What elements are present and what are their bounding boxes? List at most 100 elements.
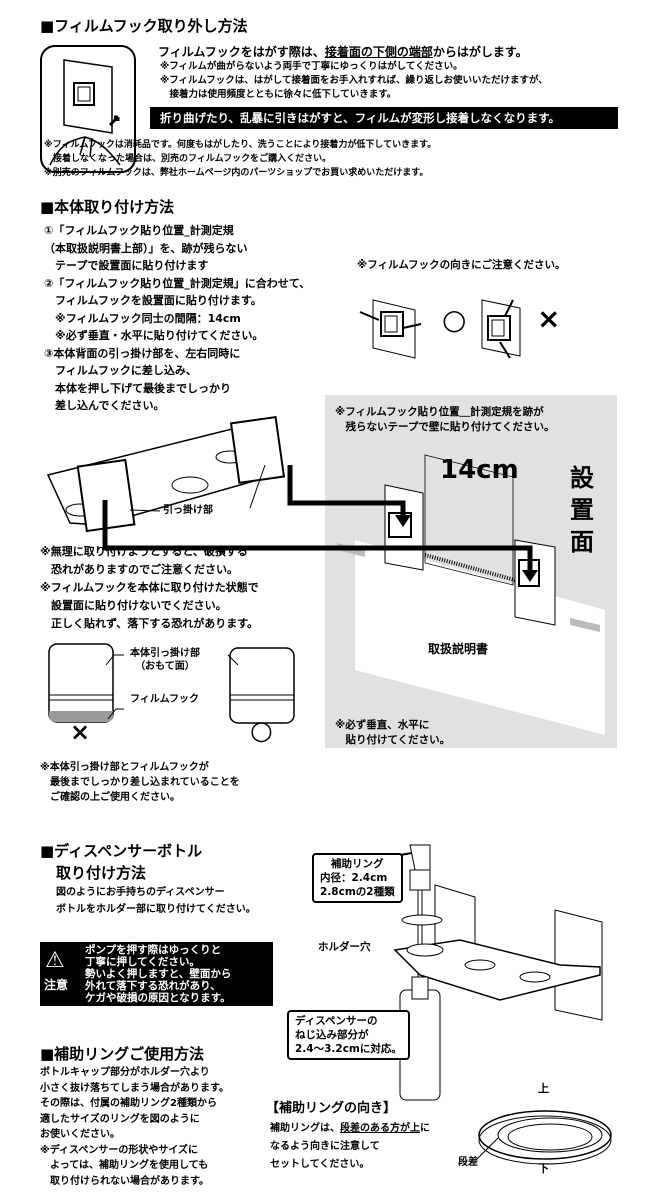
panel-bottom-note: ※必ず垂直、水平に 貼り付けてください。 — [335, 718, 450, 748]
ok-mark-2: ○ — [250, 716, 273, 746]
panel-note-line: 貼り付けてください。 — [335, 734, 451, 746]
mount-cautions: ※無理に取り付けようとすると、破損する 恐れがありますのでご注意ください。 ※フ… — [40, 543, 259, 633]
body-line: ボトルをホルダー部に取り付けてください。 — [56, 904, 256, 915]
wall-diagram — [337, 454, 605, 735]
surface-char: 置 — [570, 496, 594, 524]
panel-note: ※フィルムフック貼り位置＿計測定規を跡が 残らないテープで壁に貼り付けてください… — [335, 405, 555, 435]
step-line: ②「フィルムフック貼り位置_計測定規」に合わせて、 — [44, 276, 311, 290]
removal-lead: フィルムフックをはがす際は、接着面の下側の端部からはがします。 — [158, 43, 528, 60]
footnote: ※フィルムフックは消耗品です。何度もはがしたり、洗うことにより接着力が低下してい… — [44, 140, 437, 150]
distance-label: 14cm — [440, 455, 519, 485]
panel-note-line: 残らないテープで壁に貼り付けてください。 — [335, 421, 555, 433]
caution-line: ※無理に取り付けようとすると、破損する — [40, 545, 248, 558]
ring-orientation-text: 補助リングは、段差のある方が上に なるよう向きに注意して セットしてください。 — [270, 1120, 430, 1174]
text-line: セットしてください。 — [270, 1159, 370, 1170]
caution-line: 丁寧に押してください。 — [85, 956, 200, 968]
lead-text-end: からはがします。 — [432, 45, 528, 59]
body-line: ボトルキャップ部分がホルダー穴より — [40, 1067, 210, 1078]
ng-mark-2: × — [70, 718, 91, 746]
holder-hole-label: ホルダー穴 — [318, 941, 371, 953]
removal-title: ■フィルムフック取り外し方法 — [40, 17, 248, 35]
dispenser-illustration — [393, 844, 603, 1101]
body-line: お使いください。 — [40, 1129, 120, 1140]
surface-label: 設 置 面 — [570, 462, 594, 558]
note-line: ご確認の上ご使用ください。 — [40, 792, 180, 803]
caution-line: ※フィルムフックを本体に取り付けた状態で — [40, 581, 259, 594]
warning-triangle-icon: ⚠ — [45, 948, 65, 973]
dispenser-title-2: 取り付け方法 — [56, 864, 147, 882]
caution-line: 外れて落下する恐れがあり、 — [85, 980, 221, 992]
body-line: ※ディスペンサーの形状やサイズに — [40, 1144, 199, 1156]
step-line: 差し込んでください。 — [44, 399, 165, 412]
body-line: 小さく抜け落ちてしまう場合があります。 — [40, 1082, 229, 1094]
callout-line: 2.4〜3.2cmに対応。 — [295, 1043, 402, 1055]
step-line: ※フィルムフック同士の間隔：14cm — [44, 311, 241, 325]
note-line: ※本体引っ掛け部とフィルムフックが — [40, 762, 209, 773]
body-line: 図のようにお手持ちのディスペンサー — [56, 887, 225, 898]
caution-text: ポンプを押す際はゆっくりと 丁寧に押してください。 勢いよく押しますと、壁面から… — [85, 944, 231, 1004]
ring-title: ■補助リングご使用方法 — [40, 1045, 205, 1063]
label-line: 本体引っ掛け部 — [130, 648, 200, 659]
ring-callout-title: 補助リング — [331, 858, 384, 870]
note-line: 最後までしっかり差し込まれていることを — [40, 777, 240, 788]
caution-line: 正しく貼れず、落下する恐れがあります。 — [40, 617, 259, 630]
ring-callout: 補助リング 内径：2.4cm 2.8cmの2種類 — [312, 853, 403, 903]
insertion-comparison — [48, 643, 295, 724]
ng-mark: × — [537, 302, 561, 335]
hook-orientation-illustration — [359, 299, 521, 359]
body-line: 適したサイズのリングを図のように — [40, 1113, 200, 1125]
body-line: よっては、補助リングを使用しても — [40, 1160, 209, 1171]
panel-note-line: ※必ず垂直、水平に — [335, 719, 430, 731]
ring-callout-line: 2.8cmの2種類 — [320, 886, 395, 898]
ring-step-label: 段差 — [458, 1157, 478, 1168]
body-line: その際は、付属の補助リング2種類から — [40, 1098, 217, 1109]
text: 補助リングは、 — [270, 1123, 340, 1134]
surface-char: 面 — [570, 528, 594, 556]
caution-line: 勢いよく押しますと、壁面から — [85, 968, 232, 980]
bracket-illustration — [46, 415, 538, 582]
step-line: （本取扱説明書上部）」を、跡が残らない — [44, 241, 248, 255]
caution-line: ケガや破損の原因となります。 — [85, 992, 231, 1004]
film-hook-label: フィルムフック — [130, 694, 199, 705]
caution-box: ⚠ 注意 ポンプを押す際はゆっくりと 丁寧に押してください。 勢いよく押しますと… — [40, 942, 273, 1006]
ring-orientation-title: 【補助リングの向き】 — [266, 1101, 397, 1116]
surface-char: 設 — [570, 464, 594, 492]
ring-body: ボトルキャップ部分がホルダー穴より 小さく抜け落ちてしまう場合があります。 その… — [40, 1065, 229, 1189]
lead-emphasis: 接着面の下側の端部 — [324, 45, 433, 59]
ok-mark: ○ — [442, 303, 467, 336]
caution-line: ポンプを押す際はゆっくりと — [85, 944, 222, 956]
removal-footnotes: ※フィルムフックは消耗品です。何度もはがしたり、洗うことにより接着力が低下してい… — [44, 138, 436, 180]
dispenser-body: 図のようにお手持ちのディスペンサー ボトルをホルダー部に取り付けてください。 — [56, 884, 256, 918]
peel-illustration — [40, 45, 136, 173]
step-line: ①「フィルムフック貼り位置_計測定規 — [44, 224, 234, 237]
text: に — [420, 1123, 430, 1134]
body-line: 取り付けられない場合があります。 — [40, 1175, 209, 1187]
step-line: ③本体背面の引っ掛け部を、左右同時に — [44, 346, 241, 360]
hook-part-label: 引っ掛け部 — [163, 505, 213, 516]
body-hook-label: 本体引っ掛け部 （おもて面） — [130, 647, 200, 673]
step-line: テープで設置面に貼り付けます — [44, 259, 209, 272]
ring-callout-line: 内径：2.4cm — [320, 872, 388, 884]
final-note: ※本体引っ掛け部とフィルムフックが 最後までしっかり差し込まれていることを ご確… — [40, 760, 240, 805]
step-line: フィルムフックに差し込み、 — [44, 364, 197, 377]
caution-label: 注意 — [44, 978, 69, 992]
callout-line: ねじ込み部分が — [295, 1029, 369, 1041]
note: 接着力は使用頻度とともに徐々に低下していきます。 — [160, 89, 397, 100]
thread-callout: ディスペンサーの ねじ込み部分が 2.4〜3.2cmに対応。 — [287, 1010, 410, 1060]
step-line: ※必ず垂直・水平に貼り付けてください。 — [44, 329, 264, 342]
mount-steps: ①「フィルムフック貼り位置_計測定規 （本取扱説明書上部）」を、跡が残らない テ… — [44, 222, 310, 415]
ring-top-label: 上 — [538, 1082, 549, 1095]
ring-illustration — [475, 1110, 612, 1165]
manual-label: 取扱説明書 — [428, 642, 489, 656]
emphasis: 段差のある方が上 — [340, 1123, 420, 1134]
footnote: 接着しなくなった場合は、別売のフィルムフックをご購入ください。 — [44, 154, 332, 164]
caution-line: 設置面に貼り付けないでください。 — [40, 599, 227, 612]
dispenser-title: ■ディスペンサーボトル — [40, 842, 203, 860]
text-line: なるよう向きに注意して — [270, 1141, 380, 1152]
callout-line: ディスペンサーの — [295, 1015, 378, 1027]
footnote: ※別売のフィルムフックは、弊社ホームページ内のパーツショップでお買い求めいただけ… — [44, 168, 429, 178]
orientation-note: ※フィルムフックの向きにご注意ください。 — [357, 259, 566, 271]
step-line: フィルムフックを設置面に貼り付けます。 — [44, 294, 262, 307]
panel-note-line: ※フィルムフック貼り位置＿計測定規を跡が — [335, 406, 544, 418]
removal-warning-banner: 折り曲げたり、乱暴に引きはがすと、フィルムが変形し接着しなくなります。 — [150, 107, 618, 129]
